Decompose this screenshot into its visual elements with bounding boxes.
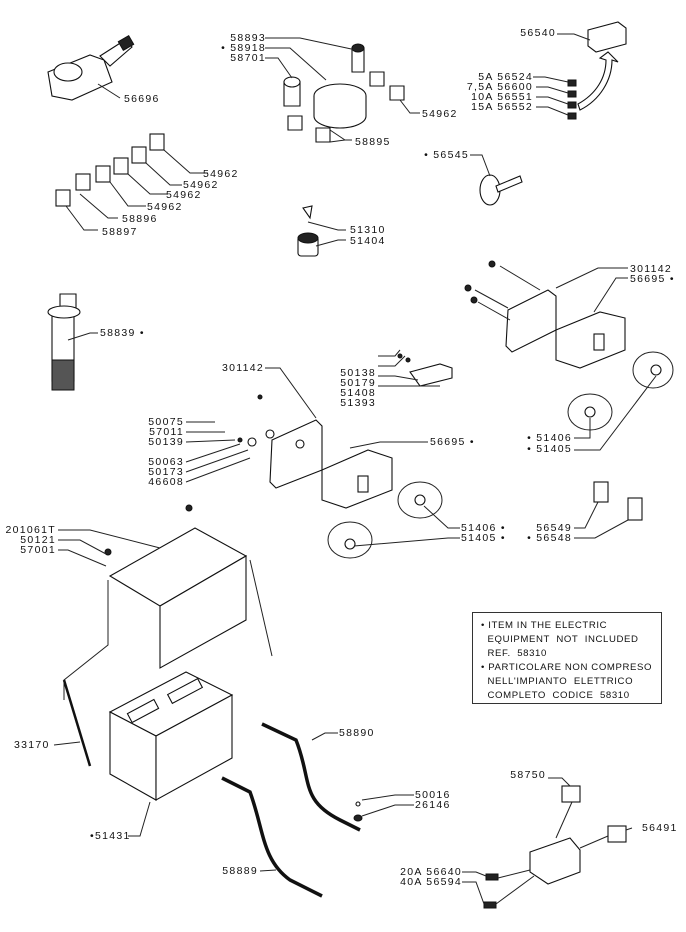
part-label: 5A 56524: [478, 71, 533, 83]
part-label: 58701: [230, 52, 266, 64]
legend-note-box: • ITEM IN THE ELECTRIC EQUIPMENT NOT INC…: [472, 612, 662, 704]
part-label: 50173: [148, 466, 184, 478]
part-label: 51404: [350, 235, 386, 247]
part-label: 20A 56640: [400, 866, 462, 878]
part-label: 51406 •: [461, 522, 506, 534]
part-label: 57011: [149, 426, 184, 438]
fuel-sender-part: [47, 293, 98, 391]
part-label: 50179: [340, 377, 376, 389]
part-label: 54962: [147, 201, 183, 213]
part-label: • 56545: [424, 149, 469, 161]
part-label: 15A 56552: [471, 101, 533, 113]
battery-cover-part: [58, 504, 273, 700]
part-label: 56695 •: [630, 273, 675, 285]
part-label: 57001: [20, 544, 56, 556]
part-label: 50138: [340, 367, 376, 379]
part-label: 54962: [422, 108, 458, 120]
part-label: 26146: [415, 799, 451, 811]
part-label: 56540: [520, 27, 556, 39]
part-label: 50016: [415, 789, 451, 801]
part-label: 58893: [230, 32, 266, 44]
blade-fuses: [567, 79, 577, 120]
part-label: 54962: [183, 179, 219, 191]
relay-pair: [574, 481, 643, 539]
fuse-box-group: [533, 21, 627, 120]
part-label: 10A 56551: [471, 91, 533, 103]
part-label: • 58918: [221, 42, 266, 54]
part-label: 301142: [221, 362, 264, 374]
lamp-housing-group: [265, 37, 420, 143]
note-line: REF. 58310: [481, 648, 547, 659]
note-line: EQUIPMENT NOT INCLUDED: [481, 634, 639, 645]
part-label: • 51406: [527, 432, 572, 444]
part-label: 51310: [350, 224, 386, 236]
part-label: 56696: [124, 93, 160, 105]
part-label: 201061T: [5, 524, 56, 536]
right-lamp-assembly: [464, 260, 674, 451]
part-label: 50075: [148, 416, 184, 428]
battery-part: [108, 671, 234, 837]
part-label: 54962: [166, 189, 202, 201]
part-label: 7,5A 56600: [466, 81, 533, 93]
part-label: •51431: [90, 830, 131, 842]
key-switch-part: [297, 205, 346, 257]
part-label: 58889: [222, 865, 258, 877]
part-label: 51408: [340, 387, 376, 399]
part-label: 56549: [536, 522, 572, 534]
horn-part: [470, 154, 523, 206]
ignition-switch-part: [47, 34, 135, 101]
note-line: COMPLETO CODICE 58310: [481, 690, 630, 701]
part-label: • 56548: [527, 532, 572, 544]
part-label: 51405 •: [461, 532, 506, 544]
part-label: 50063: [148, 456, 184, 468]
note-line: • PARTICOLARE NON COMPRESO: [481, 662, 653, 673]
part-label: 33170: [14, 739, 50, 751]
part-label: 46608: [148, 476, 184, 488]
part-label: • 51405: [527, 443, 572, 455]
part-label: 51393: [340, 397, 376, 409]
part-label: 58890: [339, 727, 375, 739]
junction-box-part: [462, 777, 633, 909]
part-label: 301142: [630, 263, 673, 275]
part-label: 58896: [122, 213, 158, 225]
battery-cables: [221, 722, 414, 898]
part-label: 54962: [203, 168, 239, 180]
center-lamp-assembly: [185, 349, 460, 559]
note-line: • ITEM IN THE ELECTRIC: [481, 620, 608, 631]
part-label: 56695 •: [430, 436, 475, 448]
part-label: 58895: [355, 136, 391, 148]
part-label: 58750: [510, 769, 546, 781]
part-label: 40A 56594: [400, 876, 462, 888]
part-label: 50139: [148, 436, 184, 448]
part-label: 50121: [20, 534, 56, 546]
part-label: 56491: [642, 822, 678, 834]
rocker-switch-row: [55, 133, 208, 231]
part-label: 58897: [102, 226, 138, 238]
part-label: 58839 •: [100, 327, 145, 339]
note-line: NELL'IMPIANTO ELETTRICO: [481, 676, 634, 687]
hold-down-rod-part: [53, 679, 92, 767]
